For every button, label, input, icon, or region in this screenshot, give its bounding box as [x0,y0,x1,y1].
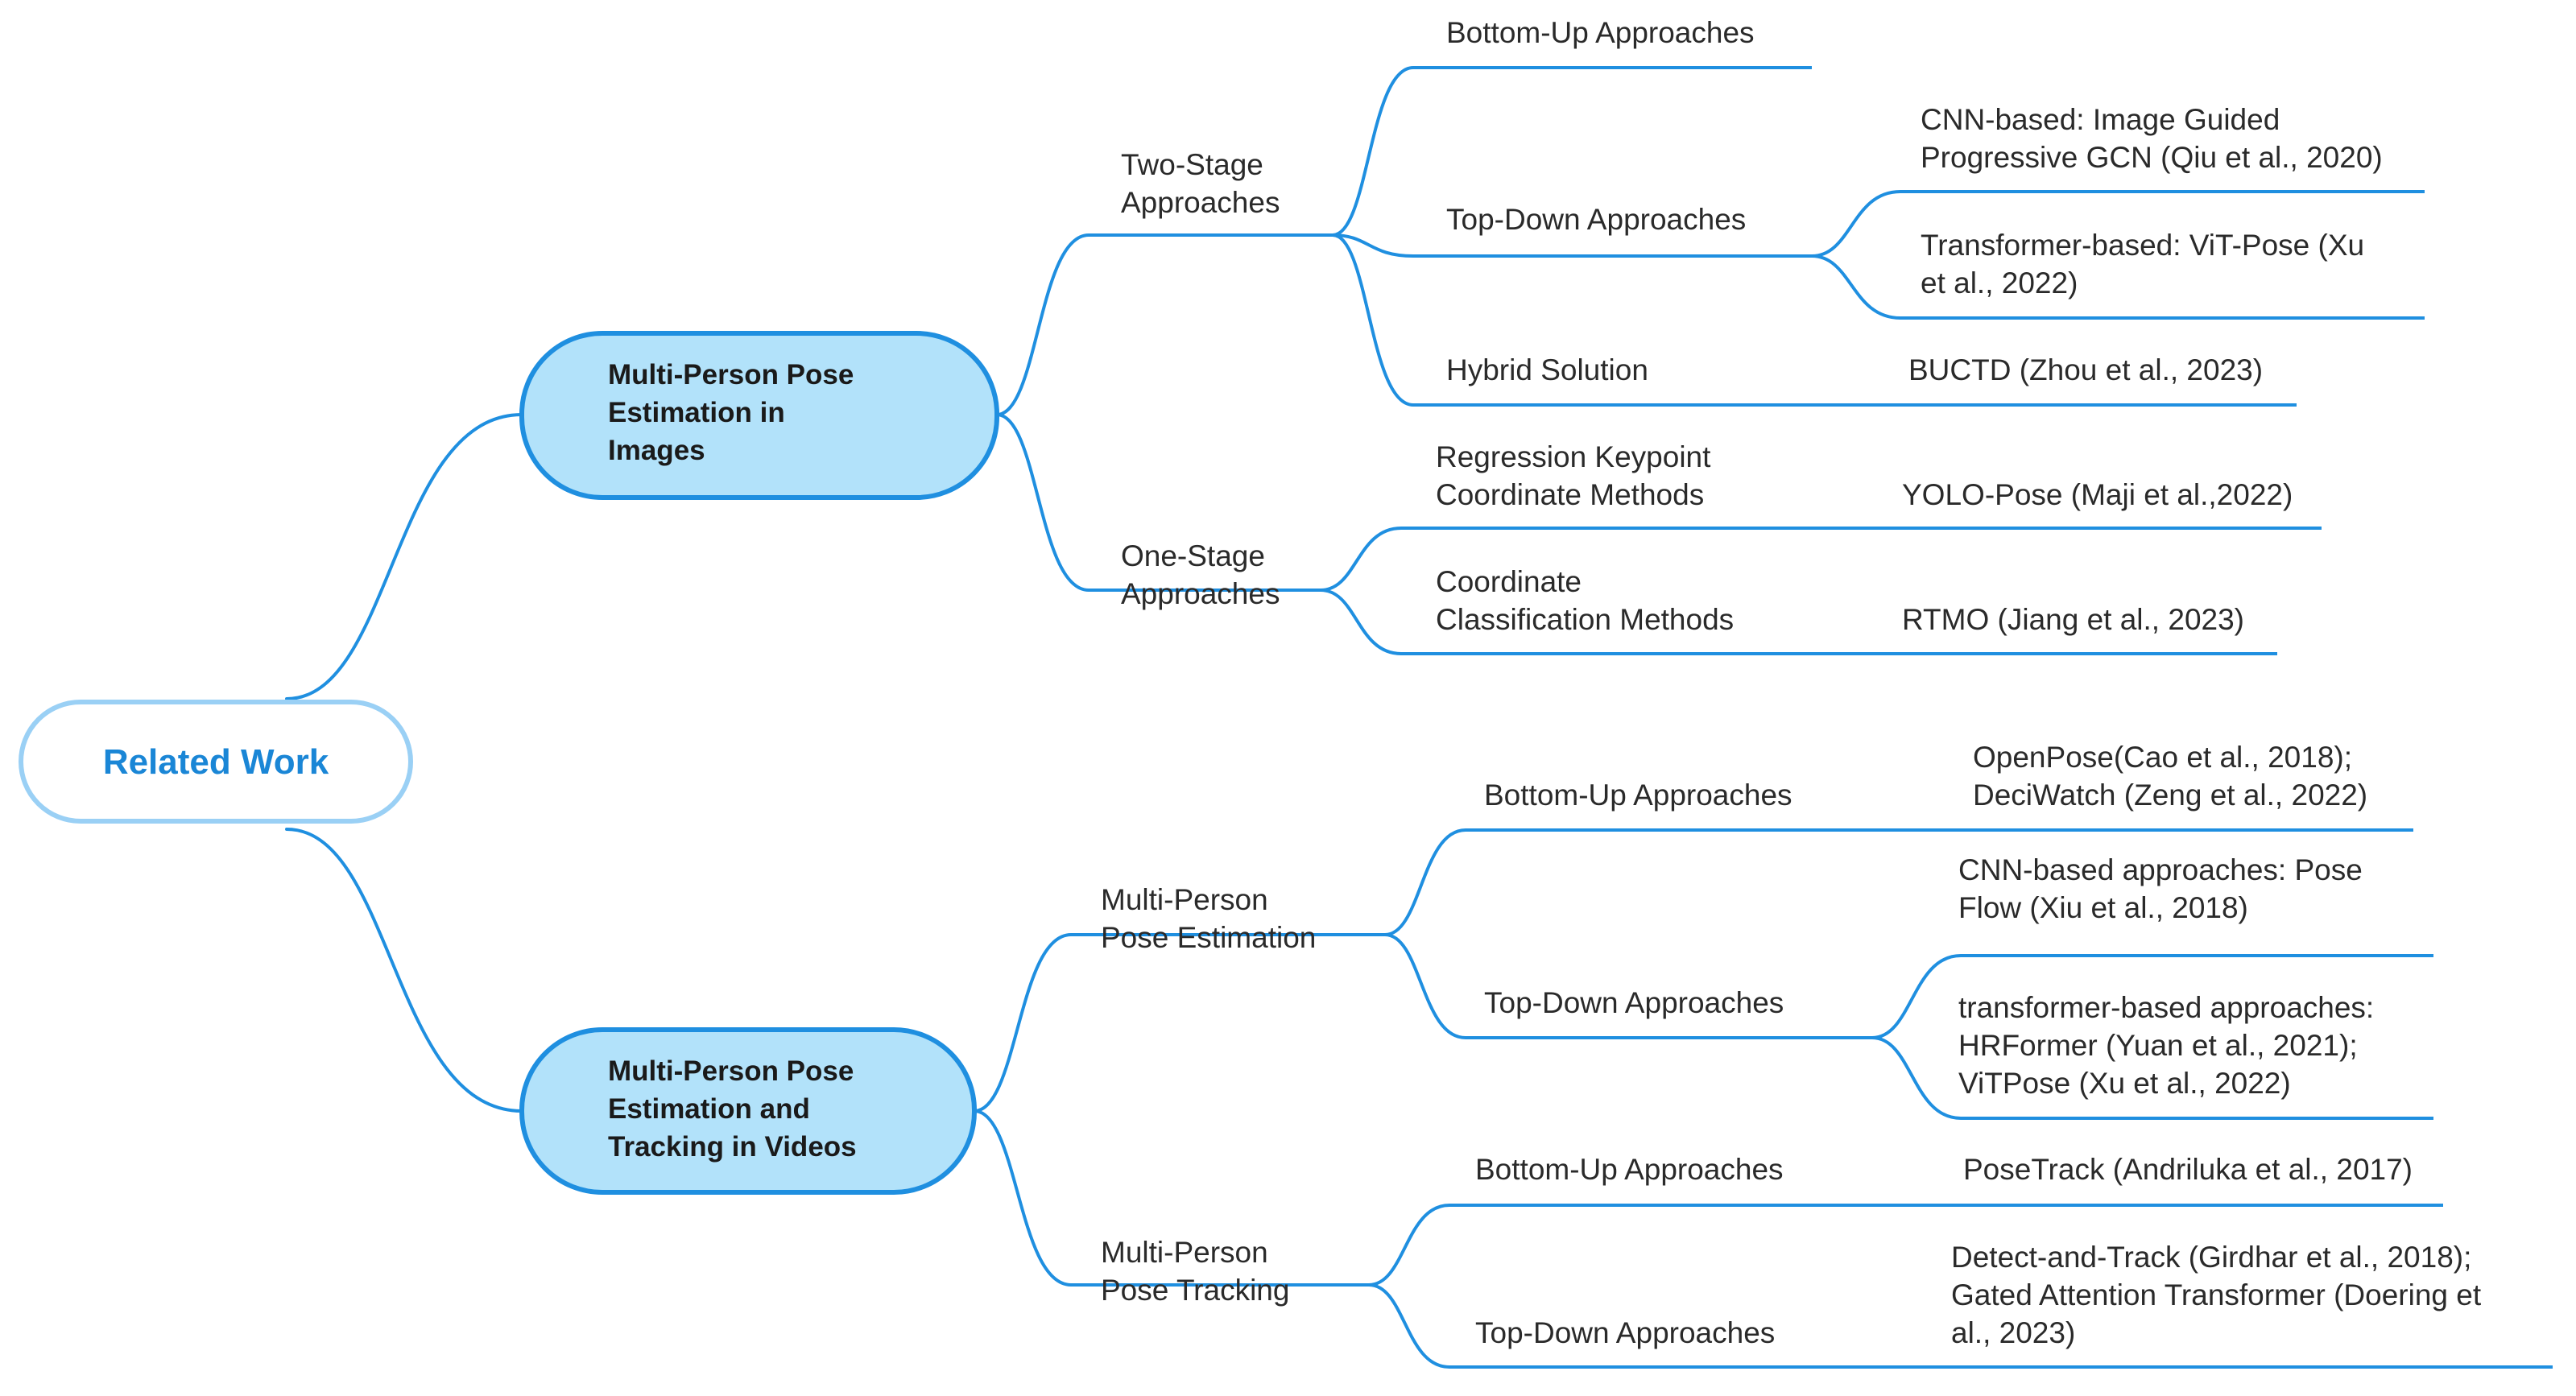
category-label-line: Hybrid Solution [1446,353,1648,386]
category-label: Top-Down Approaches [1446,203,1746,236]
group-label-line: Pose Tracking [1101,1274,1289,1307]
category-label: Bottom-Up Approaches [1484,779,1792,812]
leaf-label-line: DeciWatch (Zeng et al., 2022) [1973,779,2367,812]
branch-label-1-line: Multi-Person Pose [608,359,854,390]
category-label-line: Coordinate Methods [1436,478,1704,511]
root-node [19,700,413,824]
branch-to-group-connector [973,1109,1073,1287]
leaf-label-line: Gated Attention Transformer (Doering et [1951,1278,2482,1311]
root-to-branch-1-connector [285,413,523,700]
category-label: Bottom-Up Approaches [1475,1153,1784,1186]
leaf-label-line: BUCTD (Zhou et al., 2023) [1908,353,2263,386]
group-label-line: Pose Estimation [1101,921,1316,954]
leaf-label: RTMO (Jiang et al., 2023) [1902,603,2244,636]
leaf-label: PoseTrack (Andriluka et al., 2017) [1963,1153,2413,1186]
root-label: Related Work [103,742,329,782]
category-label: Hybrid Solution [1446,353,1648,386]
leaf-label: transformer-based approaches: HRFormer (Y… [1958,991,2374,1100]
leaf-label-line: CNN-based approaches: Pose [1958,853,2363,886]
leaf-label: YOLO-Pose (Maji et al.,2022) [1902,478,2293,511]
branch-label-2-line: Tracking in Videos [608,1131,857,1163]
group-to-category-connector [1383,828,1467,936]
leaf-label-line: et al., 2022) [1921,266,2078,299]
group-to-category-connector [1367,1283,1451,1369]
category-label-line: Regression Keypoint [1436,440,1711,473]
leaf-label-line: Transformer-based: ViT-Pose (Xu [1921,229,2364,262]
leaf-label-line: transformer-based approaches: [1958,991,2374,1024]
branch-to-group-connector [995,413,1090,592]
group-to-category-connector [1331,233,1415,258]
category-label-line: Top-Down Approaches [1475,1316,1775,1349]
category-label: Bottom-Up Approaches [1446,16,1755,49]
leaf-label-line: Progressive GCN (Qiu et al., 2020) [1921,141,2383,174]
root-to-branch-2-connector [285,828,523,1113]
branch-label-1-line: Estimation in [608,397,785,428]
group-to-category-connector [1319,527,1403,592]
group-to-category-connector [1367,1204,1451,1287]
branch-to-group-connector [973,933,1073,1113]
leaf-label-line: al., 2023) [1951,1316,2075,1349]
leaf-label-line: Detect-and-Track (Girdhar et al., 2018); [1951,1241,2471,1274]
branch-to-group-connector [995,233,1090,416]
branch-node-1 [519,331,999,500]
leaf-label: Transformer-based: ViT-Pose (Xu et al., 2… [1921,229,2364,299]
leaf-label-line: CNN-based: Image Guided [1921,103,2280,136]
connectors [285,66,2553,1369]
leaf-label: Detect-and-Track (Girdhar et al., 2018);… [1951,1241,2482,1349]
category-to-leaf-connector [1810,190,1902,258]
group-label-line: Multi-Person [1101,1236,1268,1269]
group-label-line: Approaches [1121,577,1280,610]
group-to-category-connector [1383,933,1467,1039]
group-label-line: Two-Stage [1121,148,1263,181]
leaf-label: OpenPose(Cao et al., 2018); DeciWatch (Ze… [1973,741,2367,812]
leaf-label-line: HRFormer (Yuan et al., 2021); [1958,1029,2358,1062]
leaf-label-line: OpenPose(Cao et al., 2018); [1973,741,2352,774]
leaf-label-line: Flow (Xiu et al., 2018) [1958,891,2248,924]
category-to-leaf-connector [1871,954,1962,1039]
group-to-category-connector [1331,233,1415,407]
leaf-label-line: YOLO-Pose (Maji et al.,2022) [1902,478,2293,511]
group-label-line: One-Stage [1121,539,1265,572]
category-to-leaf-connector [1810,254,1902,320]
group-label-line: Multi-Person [1101,883,1268,916]
branch-label-2-line: Multi-Person Pose [608,1055,854,1087]
category-label-line: Top-Down Approaches [1446,203,1746,236]
leaf-label-line: RTMO (Jiang et al., 2023) [1902,603,2244,636]
leaf-label-line: ViTPose (Xu et al., 2022) [1958,1067,2291,1100]
leaf-label: BUCTD (Zhou et al., 2023) [1908,353,2263,386]
category-label-line: Bottom-Up Approaches [1484,779,1792,812]
category-label-line: Bottom-Up Approaches [1446,16,1755,49]
category-label: Top-Down Approaches [1484,986,1784,1019]
category-to-leaf-connector [1871,1036,1962,1120]
leaf-label-line: PoseTrack (Andriluka et al., 2017) [1963,1153,2413,1186]
category-label-line: Top-Down Approaches [1484,986,1784,1019]
category-label-line: Coordinate [1436,565,1582,598]
group-to-category-connector [1319,589,1403,655]
branch-node-2 [519,1027,977,1195]
group-to-category-connector [1331,66,1415,237]
category-label-line: Bottom-Up Approaches [1475,1153,1784,1186]
group-label-line: Approaches [1121,186,1280,219]
category-label: Top-Down Approaches [1475,1316,1775,1349]
branch-label-2-line: Estimation and [608,1093,810,1125]
branch-label-1-line: Images [608,435,705,466]
category-label-line: Classification Methods [1436,603,1734,636]
